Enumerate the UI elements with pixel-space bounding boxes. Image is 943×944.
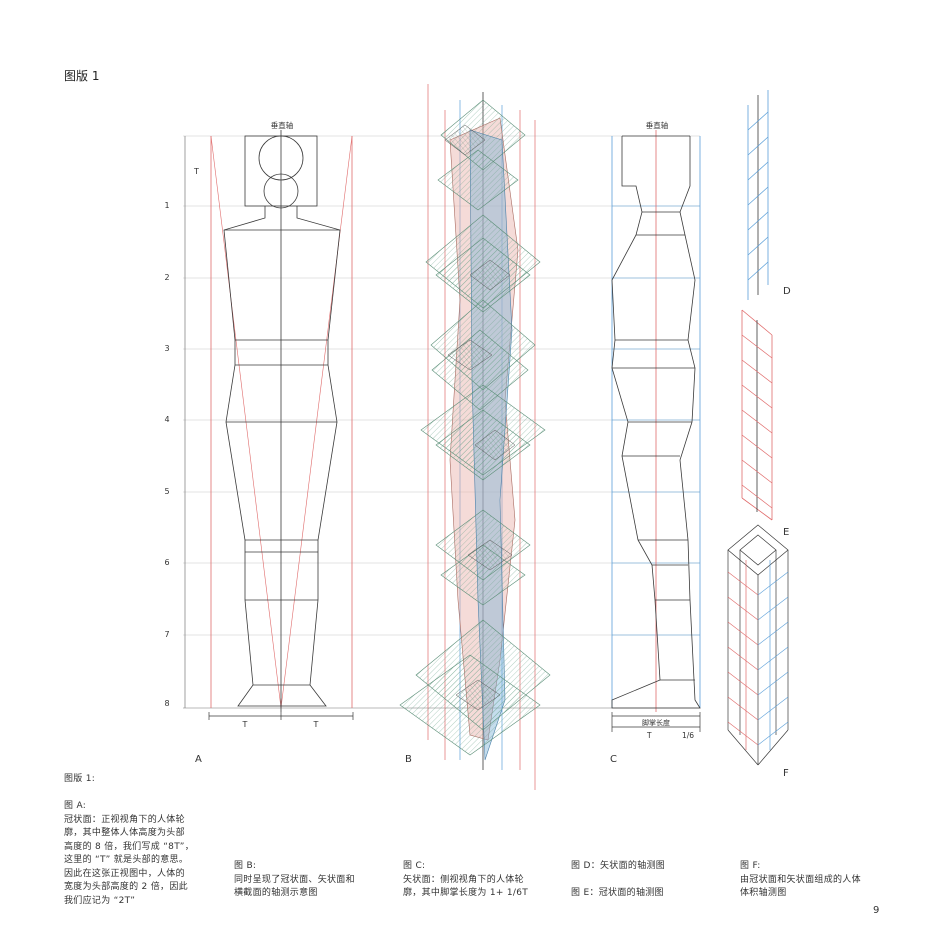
caption-b: 图 B: 同时呈现了冠状面、矢状面和 横截面的轴测示意图 (234, 860, 384, 901)
figure-label-c: C (610, 754, 617, 765)
figure-c-side-view (611, 130, 701, 732)
caption-a-title: 图 A: (64, 801, 87, 811)
caption-a-line: 高度的 8 倍，我们写成 “8T”， (64, 841, 195, 852)
figure-label-a: A (195, 754, 202, 765)
cross-section-diamonds (399, 99, 551, 756)
scale-number: 4 (164, 415, 169, 424)
caption-a-line: 冠状面：正视视角下的人体轮 (64, 814, 185, 825)
figure-e-coronal-axonometric (741, 309, 773, 521)
axis-label-c: 垂直轴 (646, 120, 669, 130)
figure-label-b: B (405, 754, 412, 765)
figure-label-d: D (783, 286, 791, 297)
caption-d: 图 D：矢状面的轴测图 (571, 861, 666, 871)
caption-c: 图 C: 矢状面：侧视视角下的人体轮 廓，其中脚掌长度为 1+ 1/6T (403, 860, 553, 901)
axis-label-a: 垂直轴 (271, 120, 294, 130)
scale-number: 7 (164, 630, 169, 639)
caption-heading: 图版 1: (64, 774, 96, 784)
scale-number: 2 (164, 273, 169, 282)
caption-c-line: 矢状面：侧视视角下的人体轮 (403, 874, 524, 885)
caption-a-line: 廓，其中整体人体高度为头部 (64, 828, 185, 838)
caption-d-e: 图 D：矢状面的轴测图 图 E：冠状面的轴测图 (571, 860, 721, 900)
figure-label-f: F (783, 768, 789, 779)
caption-c-title: 图 C: (403, 861, 426, 871)
head-unit-label: T (193, 167, 199, 176)
figure-d-sagittal-axonometric (747, 90, 769, 300)
caption-b-line: 同时呈现了冠状面、矢状面和 (234, 874, 355, 885)
figure-a-front-view (208, 130, 354, 720)
foot-length-label: 脚掌长度 (642, 718, 670, 727)
caption-f: 图 F: 由冠状面和矢状面组成的人体 体积轴测图 (740, 860, 890, 901)
caption-c-line: 廓，其中脚掌长度为 1+ 1/6T (403, 888, 529, 898)
caption-b-title: 图 B: (234, 861, 257, 871)
caption-e: 图 E：冠状面的轴测图 (571, 887, 664, 898)
figure-label-e: E (783, 527, 789, 538)
caption-f-line: 体积轴测图 (740, 888, 787, 898)
plate-title: 图版 1 (64, 69, 100, 83)
foot-t-label: T (646, 731, 652, 740)
foot-fraction-label: 1/6 (682, 731, 694, 740)
scale-number: 5 (164, 487, 169, 496)
caption-f-title: 图 F: (740, 861, 761, 871)
caption-b-line: 横截面的轴测示意图 (234, 888, 318, 898)
scale-number: 6 (164, 558, 169, 567)
figure-b-axonometric (399, 84, 551, 790)
width-label: T (313, 720, 319, 729)
caption-a: 图 A: 冠状面：正视视角下的人体轮 廓，其中整体人体高度为头部 高度的 8 倍… (64, 800, 224, 908)
scale-number: 1 (164, 201, 169, 210)
scale-number: 3 (164, 344, 169, 353)
caption-a-line: 因此在这张正视图中，人体的 (64, 868, 185, 879)
width-label: T (242, 720, 248, 729)
caption-a-line: 宽度为头部高度的 2 倍，因此 (64, 882, 188, 892)
caption-a-line: 我们应记为 “2T” (64, 895, 136, 906)
figure-f-volume-axonometric (727, 524, 789, 766)
caption-a-line: 这里的 “T” 就是头部的意思。 (64, 855, 189, 865)
page-number: 9 (873, 905, 880, 916)
caption-f-line: 由冠状面和矢状面组成的人体 (740, 874, 861, 885)
scale-number: 8 (164, 699, 169, 708)
